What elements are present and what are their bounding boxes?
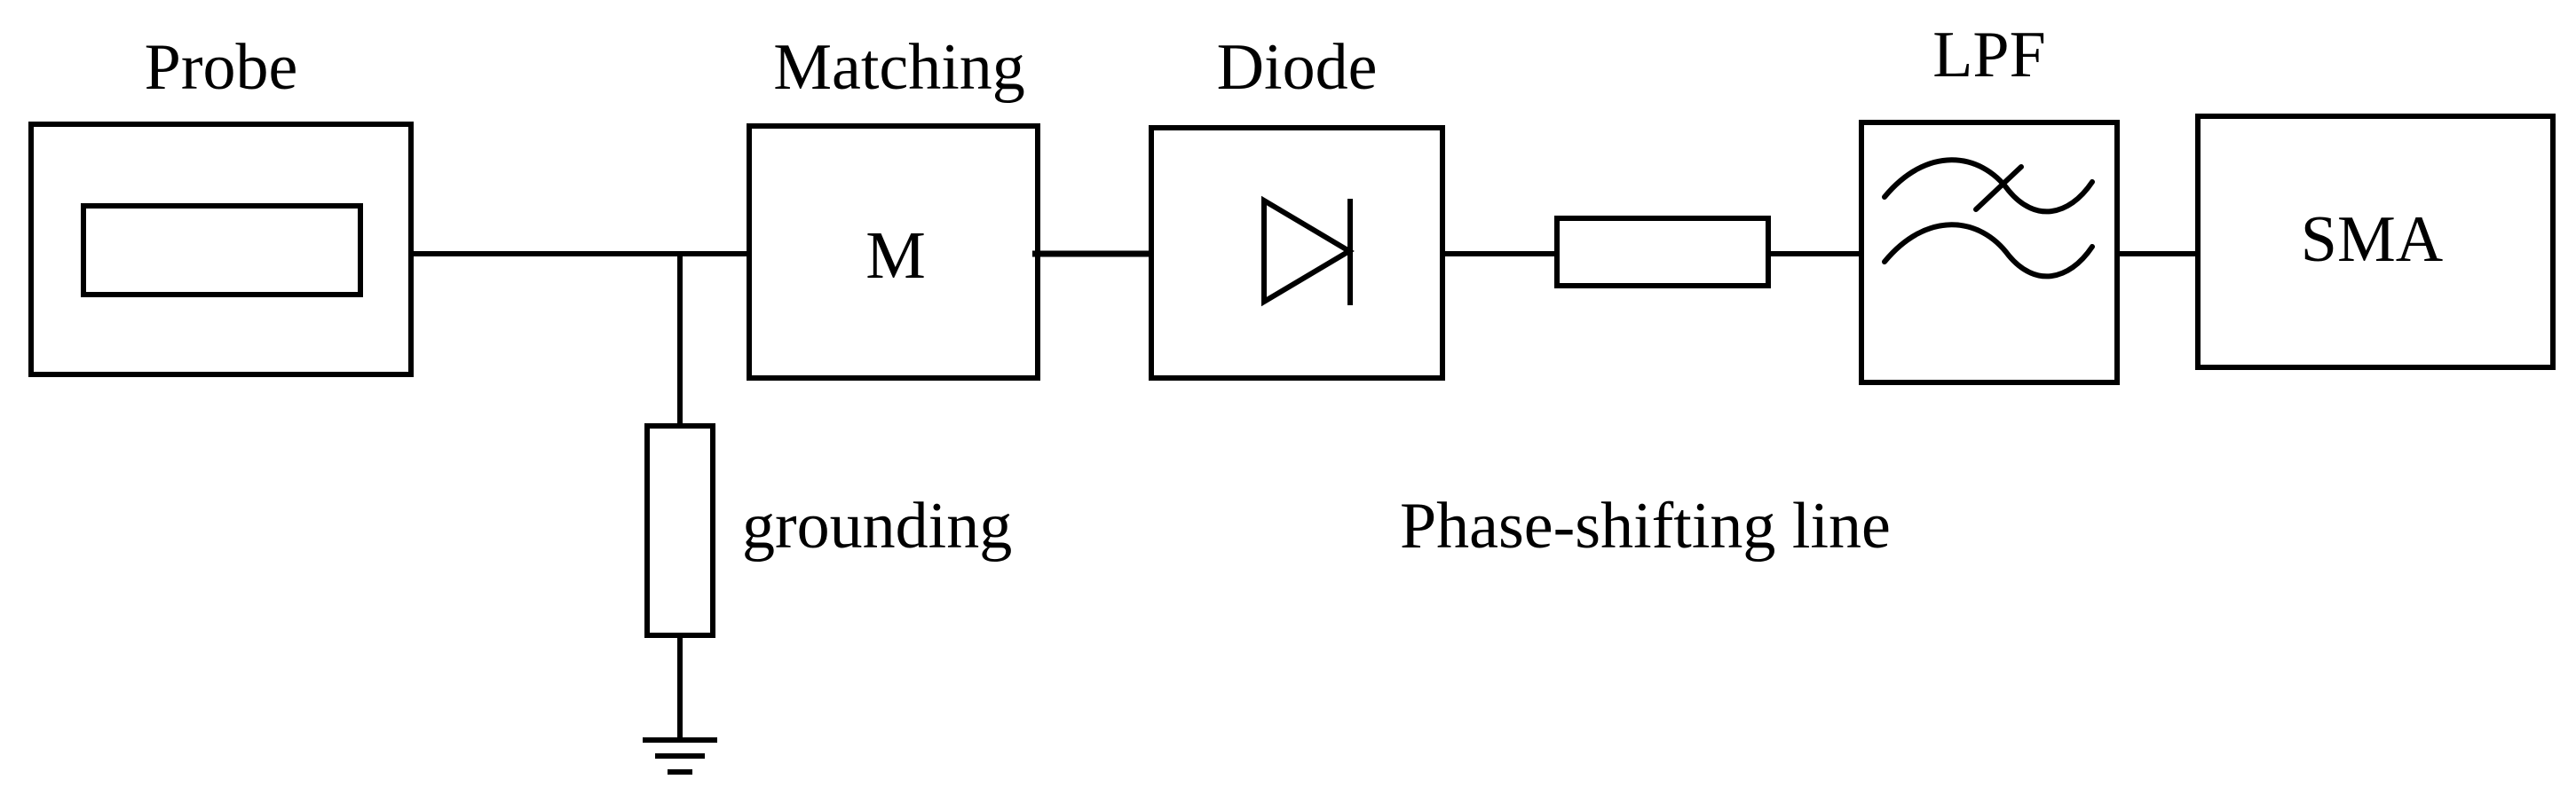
ground-icon — [643, 737, 717, 775]
lpf-label: LPF — [1932, 19, 2046, 91]
matching-symbol: M — [865, 218, 926, 293]
sma-label: SMA — [2301, 203, 2443, 276]
diode-icon — [1261, 195, 1355, 307]
matching-label: Matching — [773, 31, 1025, 104]
probe-block — [28, 122, 414, 377]
diode-block — [1149, 125, 1445, 381]
lowpass-filter-icon — [1882, 157, 2095, 280]
probe-label: Probe — [145, 31, 298, 104]
probe-outer-rect — [28, 122, 414, 377]
grounding-label: grounding — [742, 490, 1012, 563]
phase-shifting-line-label: Phase-shifting line — [1400, 490, 1891, 563]
grounding-resistor — [644, 423, 715, 638]
phase-shifting-line-element — [1554, 216, 1771, 288]
lpf-block — [1859, 120, 2120, 385]
diode-label: Diode — [1217, 31, 1378, 104]
probe-inner-element — [81, 203, 363, 297]
sma-connector-block — [2195, 114, 2556, 370]
